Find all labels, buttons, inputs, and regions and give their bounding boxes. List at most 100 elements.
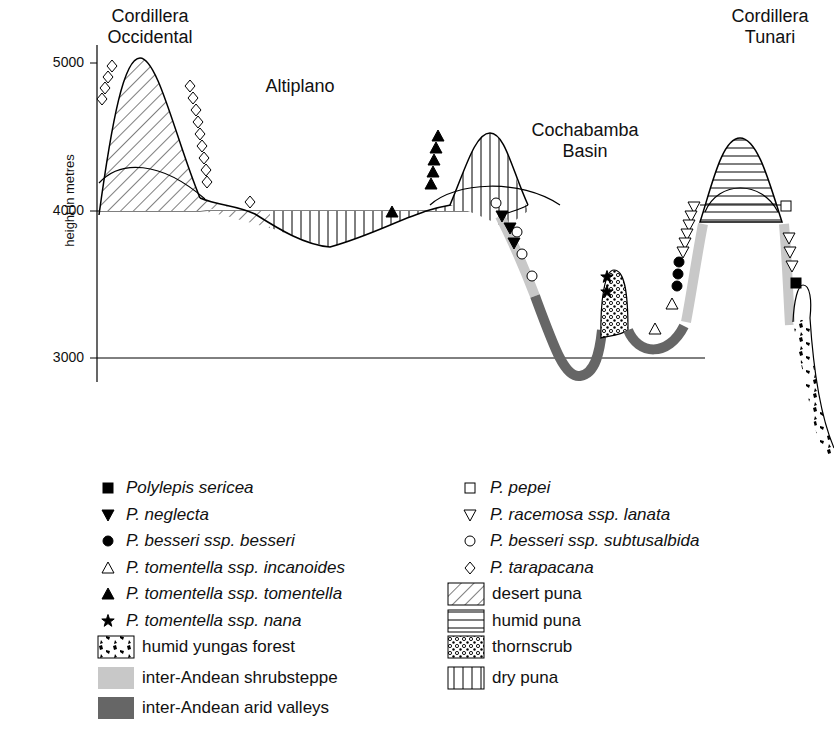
- species-symbol-shape: [193, 116, 203, 128]
- legend-label: P. tomentella ssp. incanoides: [126, 558, 345, 578]
- species-symbol-shape: [425, 178, 437, 189]
- species-symbol: [193, 116, 203, 128]
- species-symbol: [672, 281, 682, 291]
- species-symbol: [465, 536, 475, 546]
- species-symbol: [496, 211, 508, 222]
- species-symbol: [425, 178, 437, 189]
- species-symbol: [107, 60, 117, 72]
- species-symbol: [508, 238, 520, 249]
- species-symbol: [781, 201, 791, 211]
- legend-label: P. tomentella ssp. nana: [126, 611, 301, 631]
- species-symbol-shape: [97, 93, 107, 105]
- legend-swatch: [98, 697, 134, 719]
- species-symbol: [195, 128, 205, 140]
- species-symbol-shape: [427, 166, 439, 177]
- species-symbol-shape: [601, 271, 613, 283]
- species-symbol: [491, 198, 501, 208]
- species-symbol-shape: [649, 323, 661, 334]
- species-symbol-shape: [465, 536, 475, 546]
- species-symbol-shape: [430, 142, 442, 153]
- species-symbol: [601, 271, 613, 283]
- species-symbol-shape: [674, 257, 684, 267]
- species-symbol: [201, 164, 211, 176]
- legend-label: P. tomentella ssp. tomentella: [126, 584, 342, 604]
- species-symbol-shape: [103, 71, 113, 83]
- species-symbol-shape: [672, 281, 682, 291]
- species-symbol: [504, 223, 516, 234]
- legend-label: P. besseri ssp. besseri: [126, 531, 295, 551]
- species-symbol: [100, 82, 110, 94]
- species-symbol-shape: [102, 562, 114, 573]
- species-symbol-shape: [464, 510, 476, 521]
- species-symbol: [427, 166, 439, 177]
- species-symbol: [191, 104, 201, 116]
- legend-swatch: [448, 583, 484, 605]
- species-symbol: [103, 71, 113, 83]
- species-symbol-shape: [191, 104, 201, 116]
- species-symbol-shape: [102, 510, 114, 521]
- species-symbol: [791, 278, 801, 288]
- species-symbol: [102, 615, 114, 627]
- species-symbol: [197, 140, 207, 152]
- axis-title: height in metres: [63, 154, 78, 247]
- species-symbol: [601, 286, 613, 298]
- species-symbol-shape: [103, 483, 113, 493]
- species-symbol: [465, 562, 475, 574]
- legend-label: desert puna: [492, 584, 582, 604]
- legend-label: inter-Andean arid valleys: [142, 698, 329, 718]
- species-symbol-shape: [601, 286, 613, 298]
- species-symbol-shape: [508, 238, 520, 249]
- species-symbol: [430, 142, 442, 153]
- legend-label: P. besseri ssp. subtusalbida: [490, 531, 699, 551]
- species-symbol-shape: [791, 278, 801, 288]
- species-symbol-shape: [496, 211, 508, 222]
- legend-label: P. neglecta: [126, 505, 209, 525]
- legend-label: inter-Andean shrubsteppe: [142, 668, 338, 688]
- species-symbol-shape: [786, 261, 798, 272]
- legend-label: humid puna: [492, 611, 581, 631]
- species-symbol-shape: [202, 176, 212, 188]
- legend-swatch: [448, 610, 484, 632]
- species-symbol: [517, 249, 527, 259]
- species-symbol-shape: [201, 164, 211, 176]
- species-symbol: [102, 510, 114, 521]
- species-symbol-shape: [102, 588, 114, 599]
- species-symbol-shape: [517, 249, 527, 259]
- species-symbol: [428, 154, 440, 165]
- species-symbol: [464, 510, 476, 521]
- axis-tick-label: 5000: [44, 54, 84, 70]
- region-label: Cochabamba Basin: [530, 120, 640, 161]
- axis-tick-label: 3000: [44, 349, 84, 365]
- species-symbol: [97, 93, 107, 105]
- species-symbol-shape: [428, 154, 440, 165]
- species-symbol-shape: [188, 92, 198, 104]
- region-label: Cordillera Tunari: [715, 6, 825, 47]
- species-symbol-shape: [197, 140, 207, 152]
- species-symbol-shape: [504, 223, 516, 234]
- species-symbol: [103, 483, 113, 493]
- species-symbol-shape: [783, 233, 795, 244]
- species-symbol-shape: [185, 80, 195, 92]
- species-symbol-shape: [781, 201, 791, 211]
- species-symbol-shape: [199, 152, 209, 164]
- species-symbol-shape: [465, 483, 475, 493]
- species-symbol-shape: [432, 130, 444, 141]
- species-symbol-shape: [103, 536, 113, 546]
- legend-swatch: [98, 667, 134, 689]
- legend-swatch: [448, 636, 484, 658]
- species-symbol: [527, 271, 537, 281]
- species-symbol-shape: [673, 269, 683, 279]
- species-symbol: [784, 247, 796, 258]
- species-symbol: [386, 206, 398, 217]
- species-symbol: [245, 196, 255, 208]
- legend-label: humid yungas forest: [142, 637, 295, 657]
- species-symbol-shape: [465, 562, 475, 574]
- species-symbol-shape: [491, 198, 501, 208]
- species-symbol: [666, 298, 678, 309]
- species-symbol-shape: [245, 196, 255, 208]
- species-symbol: [102, 562, 114, 573]
- species-symbol: [188, 92, 198, 104]
- species-symbol-shape: [666, 298, 678, 309]
- legend-label: P. racemosa ssp. lanata: [490, 505, 670, 525]
